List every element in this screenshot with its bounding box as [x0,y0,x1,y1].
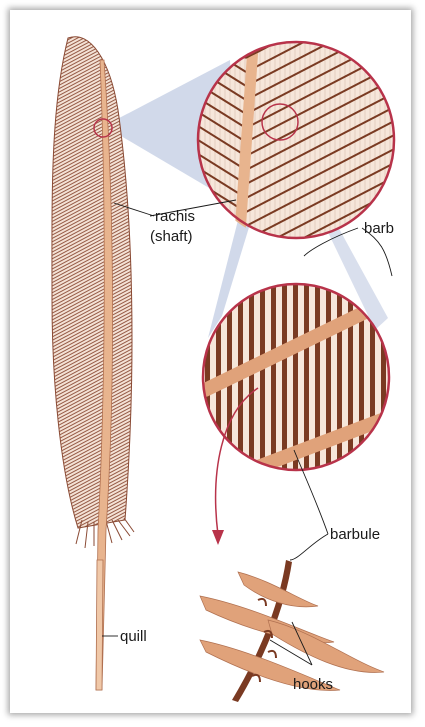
barbule-strand [260,280,265,480]
barb-line [198,14,246,44]
zoom-arrow-head [212,530,224,545]
barbule-strand [392,280,397,480]
barb-line [246,0,400,30]
barb-line [198,0,246,16]
barbule-strand [205,280,210,480]
barb-line [198,0,246,30]
feather-quill [96,560,103,690]
barb-line [246,0,400,44]
label-quill: quill [120,628,147,645]
barb-line [246,0,400,16]
label-hooks: hooks [293,676,333,693]
label-shaft: (shaft) [150,228,193,245]
label-barb: barb [364,220,394,237]
barb-line [198,28,246,58]
label-rachis: rachis [155,208,195,225]
barbule-strand [249,280,254,480]
feather-vane [40,30,150,548]
label-barbule: barbule [330,526,380,543]
barbule-strand [337,280,342,480]
barbule-strand [271,280,276,480]
hook-detail [200,560,384,702]
barbule-strand [326,280,331,480]
